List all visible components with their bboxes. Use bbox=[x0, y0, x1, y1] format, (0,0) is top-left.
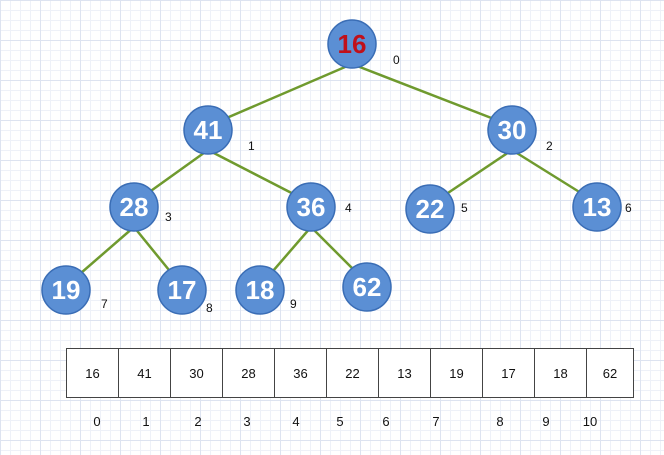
node-index-label: 6 bbox=[625, 201, 632, 215]
node-circle bbox=[487, 105, 537, 155]
node-value: 13 bbox=[583, 192, 612, 222]
node-circle bbox=[342, 262, 392, 312]
node-value: 28 bbox=[120, 192, 149, 222]
node-index-label: 4 bbox=[345, 201, 352, 215]
tree-node: 62 bbox=[342, 262, 392, 312]
tree-node: 36 4 bbox=[286, 182, 352, 232]
node-value: 62 bbox=[353, 272, 382, 302]
tree-edge bbox=[207, 62, 353, 128]
tree-node: 30 2 bbox=[487, 105, 553, 155]
node-index-label: 0 bbox=[393, 53, 400, 67]
node-index-label: 5 bbox=[461, 201, 468, 215]
array-index-label: 0 bbox=[93, 414, 101, 429]
array-index-label: 4 bbox=[292, 414, 300, 429]
array-index-label: 7 bbox=[432, 414, 440, 429]
array-index-label: 5 bbox=[336, 414, 344, 429]
tree-edges bbox=[65, 62, 598, 287]
node-circle bbox=[235, 265, 285, 315]
node-index-label: 8 bbox=[206, 301, 213, 315]
array-cell: 41 bbox=[118, 348, 171, 398]
array-index-label: 8 bbox=[496, 414, 504, 429]
node-circle bbox=[157, 265, 207, 315]
node-value: 41 bbox=[194, 115, 223, 145]
array-index-label: 9 bbox=[542, 414, 550, 429]
node-value: 17 bbox=[168, 275, 197, 305]
array-cell: 36 bbox=[274, 348, 327, 398]
node-circle bbox=[41, 265, 91, 315]
tree-node: 16 0 bbox=[327, 19, 400, 69]
tree-node: 22 5 bbox=[405, 184, 468, 234]
tree-nodes: 16 0 41 1 30 2 28 3 36 4 22 5 13 6 19 7 17 8 18 9 62 bbox=[41, 19, 632, 315]
array-cell: 22 bbox=[326, 348, 379, 398]
node-circle bbox=[183, 105, 233, 155]
node-circle bbox=[405, 184, 455, 234]
array-index-label: 6 bbox=[382, 414, 390, 429]
array-index-label: 3 bbox=[243, 414, 251, 429]
array-cell: 16 bbox=[66, 348, 119, 398]
node-value: 16 bbox=[338, 29, 367, 59]
node-circle bbox=[286, 182, 336, 232]
tree-node: 17 8 bbox=[157, 265, 213, 315]
array-cell: 62 bbox=[586, 348, 634, 398]
node-value: 36 bbox=[297, 192, 326, 222]
node-index-label: 2 bbox=[546, 139, 553, 153]
array-cell: 18 bbox=[534, 348, 587, 398]
tree-edge bbox=[351, 62, 513, 128]
node-value: 30 bbox=[498, 115, 527, 145]
array-cell: 28 bbox=[222, 348, 275, 398]
node-index-label: 9 bbox=[290, 297, 297, 311]
array-index-label: 2 bbox=[194, 414, 202, 429]
tree-node: 18 9 bbox=[235, 265, 297, 315]
array-cell: 13 bbox=[378, 348, 431, 398]
node-index-label: 1 bbox=[248, 139, 255, 153]
node-value: 22 bbox=[416, 194, 445, 224]
tree-node: 41 1 bbox=[183, 105, 255, 155]
array-index-label: 1 bbox=[142, 414, 150, 429]
array-cell: 19 bbox=[430, 348, 483, 398]
node-index-label: 7 bbox=[101, 297, 108, 311]
tree-node: 13 6 bbox=[572, 182, 632, 232]
tree-node: 28 3 bbox=[109, 182, 172, 232]
tree-node: 19 7 bbox=[41, 265, 108, 315]
node-circle bbox=[327, 19, 377, 69]
node-value: 18 bbox=[246, 275, 275, 305]
node-value: 19 bbox=[52, 275, 81, 305]
array-cell: 30 bbox=[170, 348, 223, 398]
node-index-label: 3 bbox=[165, 210, 172, 224]
array-cell: 17 bbox=[482, 348, 535, 398]
array-index-label: 10 bbox=[582, 414, 598, 429]
node-circle bbox=[572, 182, 622, 232]
node-circle bbox=[109, 182, 159, 232]
